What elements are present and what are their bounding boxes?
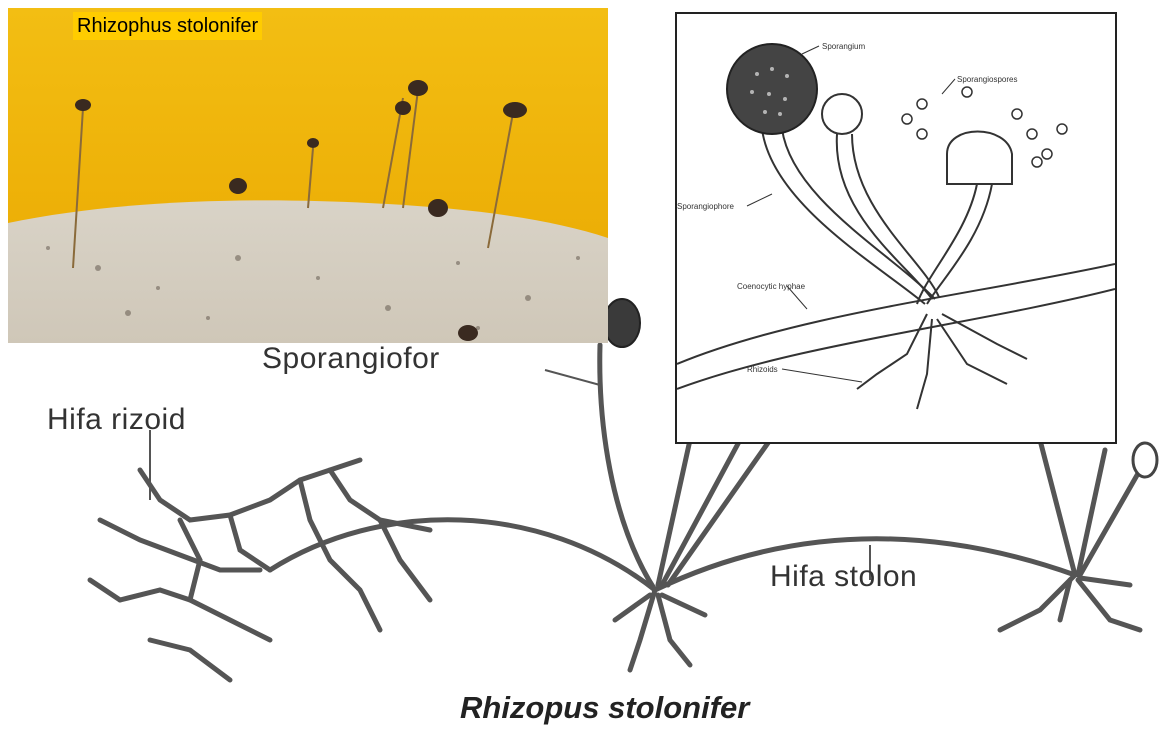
sporangiophore-stalk [600,345,655,590]
label-hifa-rizoid: Hifa rizoid [47,403,186,437]
label-sporangiofor: Sporangiofor [262,342,440,376]
label-hifa-stolon: Hifa stolon [770,560,917,594]
label-sporangiophore: Sporangiophore [677,202,734,211]
photo-label: Rhizophus stolonifer [73,12,262,40]
diagram-caption: Rhizopus stolonifer [460,690,749,726]
label-sporangium: Sporangium [822,42,865,51]
sporangium-head [604,299,640,347]
label-rhizoids: Rhizoids [747,365,778,374]
mold-photo-image [8,8,608,343]
mold-photo [8,8,608,343]
inset-drawing: Sporangium Sporangiospores Sporangiophor… [677,14,1115,442]
inset-diagram: Sporangium Sporangiospores Sporangiophor… [675,12,1117,444]
coenocytic-hypha [677,264,1115,364]
rhizoid-branches [140,460,360,520]
label-sporangiospores: Sporangiospores [957,75,1017,84]
rhizoid-branches [857,314,927,389]
label-coenocytic-hyphae: Coenocytic hyphae [737,282,806,291]
sporangium [727,44,817,134]
